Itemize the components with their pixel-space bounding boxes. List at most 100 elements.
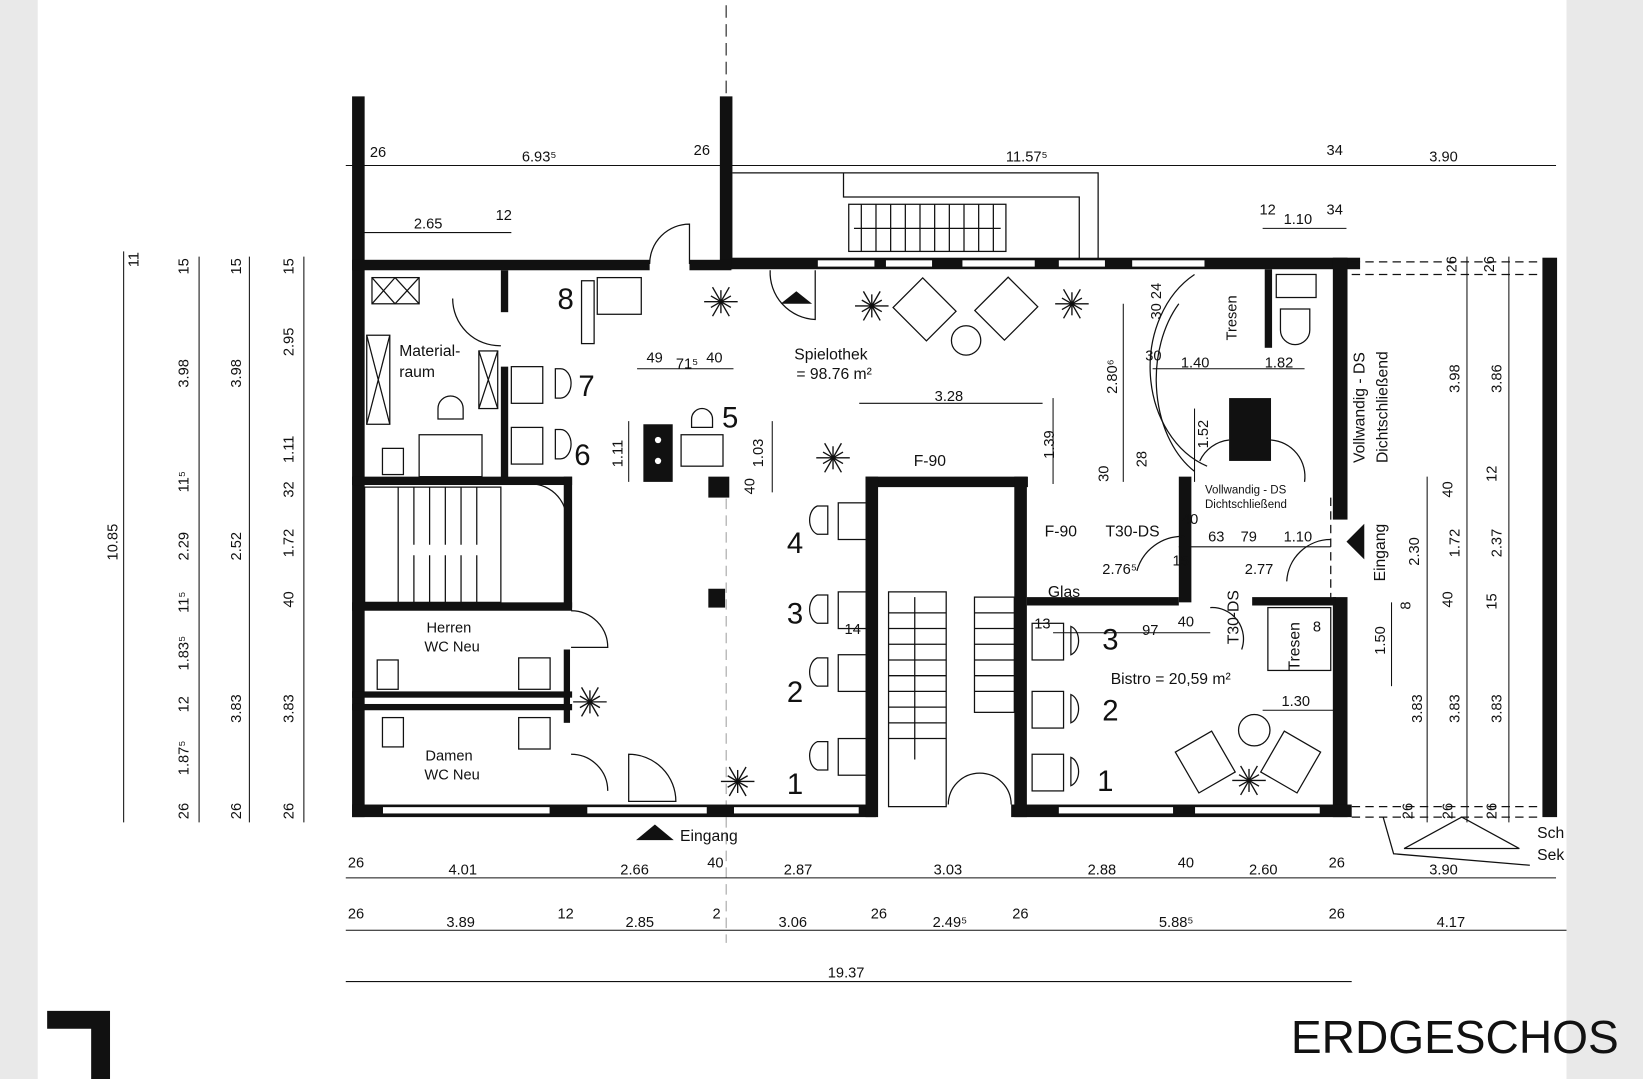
dimension-label: 26 xyxy=(1444,256,1460,272)
dimension-label: 15 xyxy=(1484,593,1500,609)
dimension-label: 34 xyxy=(1327,203,1343,219)
station-number: 3 xyxy=(787,597,803,630)
label-dichtschliessend-center: Dichtschließend xyxy=(1205,499,1287,511)
dimension-label: 2.37 xyxy=(1490,529,1506,558)
plant-icon xyxy=(1232,765,1266,796)
dimension-label: 1.40 xyxy=(1181,356,1210,372)
dimension-label: 5.88⁵ xyxy=(1159,915,1194,931)
dimension-label: 12 xyxy=(1259,203,1275,219)
dimension-label: 26 xyxy=(348,855,364,871)
dimension-label: 11.57⁵ xyxy=(1006,149,1048,165)
dimension-label: 4.17 xyxy=(1437,915,1466,931)
dimension-label: 3.83 xyxy=(281,694,297,723)
bistro-station-number: 3 xyxy=(1102,623,1118,656)
dimension-label: 1.72 xyxy=(1448,529,1464,558)
label-vollwandig-right: Vollwandig - DS xyxy=(1351,352,1368,463)
dimension-label: 30 24 xyxy=(1149,283,1165,320)
room-label-bistro: Bistro = 20,59 m² xyxy=(1111,671,1231,688)
dimension-label: 40 xyxy=(1440,591,1456,607)
corner-mark xyxy=(47,1010,111,1079)
dimension-label: 26 xyxy=(694,143,710,159)
entrance-arrow-icon xyxy=(636,824,674,841)
room-label-materialraum: Material- xyxy=(399,343,460,360)
dimension-label: 2.49⁵ xyxy=(933,915,968,931)
dimension-label: 26 xyxy=(177,803,193,819)
dimension-label: 49 xyxy=(647,350,663,366)
label-glas: Glas xyxy=(1048,584,1080,601)
right-margin xyxy=(1566,0,1643,1079)
dimension-label: 15 xyxy=(281,258,297,274)
dimension-label: 4.01 xyxy=(448,863,477,879)
dimension-label: 2.60 xyxy=(1249,863,1278,879)
dimension-label: 15 xyxy=(229,258,245,274)
dimension-label: 26 xyxy=(370,145,386,161)
room-label-damen: Damen xyxy=(425,749,472,765)
room-label-herren-2: WC Neu xyxy=(424,640,479,656)
dimension-label: 28 xyxy=(1134,451,1150,467)
station-number: 1 xyxy=(787,768,803,801)
dimension-label: 6.93⁵ xyxy=(522,149,557,165)
dimension-label: 10.85 xyxy=(105,524,121,561)
room-area-spielothek: = 98.76 m² xyxy=(796,366,872,383)
plant-icon xyxy=(855,291,889,321)
dimension-label: 34 xyxy=(1327,143,1343,159)
dimension-label: 26 xyxy=(1012,907,1028,923)
dimension-label: 26 xyxy=(1329,907,1345,923)
dimension-label: 2 xyxy=(713,907,721,923)
label-t30ds-rotated: T30-DS xyxy=(1226,590,1243,644)
dimension-label: 2.66 xyxy=(620,863,649,879)
label-cut-1: Sch xyxy=(1537,825,1564,842)
station-number: 7 xyxy=(578,370,594,403)
label-eingang-bottom: Eingang xyxy=(680,828,738,845)
dimension-label: 32 xyxy=(281,481,297,497)
label-tresen-bistro: Tresen xyxy=(1286,622,1303,670)
dimension-label: 3.83 xyxy=(229,694,245,723)
dimension-label: 3.06 xyxy=(779,915,808,931)
dimension-label: 40 xyxy=(1182,512,1198,528)
label-tresen-top: Tresen xyxy=(1224,295,1240,340)
dimension-label: 3.98 xyxy=(1448,364,1464,393)
dimension-label: 26 xyxy=(871,907,887,923)
dimension-label: 26 xyxy=(1329,855,1345,871)
dimension-label: 8 xyxy=(1398,602,1414,610)
dimension-label: 15 xyxy=(177,258,193,274)
station-number: 6 xyxy=(574,439,590,472)
dimension-label: 26 xyxy=(348,907,364,923)
dimension-label: 2.85 xyxy=(626,915,655,931)
room-label-damen-2: WC Neu xyxy=(424,767,479,783)
left-margin xyxy=(0,0,38,1079)
bistro-station-number: 2 xyxy=(1102,695,1118,728)
stairs xyxy=(364,486,1015,808)
dimension-label: 3.90 xyxy=(1429,149,1458,165)
dimension-label: 97 xyxy=(1142,623,1158,639)
dimension-label: 3.03 xyxy=(934,863,963,879)
dimension-label: 1.03 xyxy=(751,439,767,468)
dimension-label: 12 xyxy=(496,208,512,224)
windows xyxy=(381,259,1541,818)
dimension-label: 26 xyxy=(1484,803,1500,819)
dimension-label: 1.10 xyxy=(1284,530,1313,546)
station-number: 2 xyxy=(787,676,803,709)
dimension-label: 2.52 xyxy=(229,532,245,561)
plant-icon xyxy=(704,286,738,317)
dimension-label: 2.77 xyxy=(1245,562,1274,578)
dimension-label: 40 xyxy=(1178,855,1194,871)
plant-icon xyxy=(573,687,607,717)
dimension-label: 11⁵ xyxy=(177,592,193,613)
dimension-label: 1.82 xyxy=(1265,356,1294,372)
dimension-label: 26 xyxy=(1482,256,1498,272)
entrance-arrow-icon xyxy=(780,291,813,304)
dimension-label: 40 xyxy=(707,855,723,871)
room-labels: Spielothek = 98.76 m² Material- raum Her… xyxy=(399,295,1564,864)
dimension-label: 2.65 xyxy=(414,216,443,232)
station-numbers: 8 7 6 5 4 3 2 1 3 2 1 xyxy=(557,283,1118,801)
dimension-label: 40 xyxy=(1178,614,1194,630)
dimension-label: 1.30 xyxy=(1281,694,1310,710)
room-label-herren: Herren xyxy=(426,621,471,637)
station-number: 4 xyxy=(787,527,803,560)
doors xyxy=(452,223,1331,805)
dimension-label: 3.98 xyxy=(229,359,245,388)
dimension-label: 2.88 xyxy=(1088,863,1117,879)
room-label-spielothek: Spielothek xyxy=(794,346,867,363)
